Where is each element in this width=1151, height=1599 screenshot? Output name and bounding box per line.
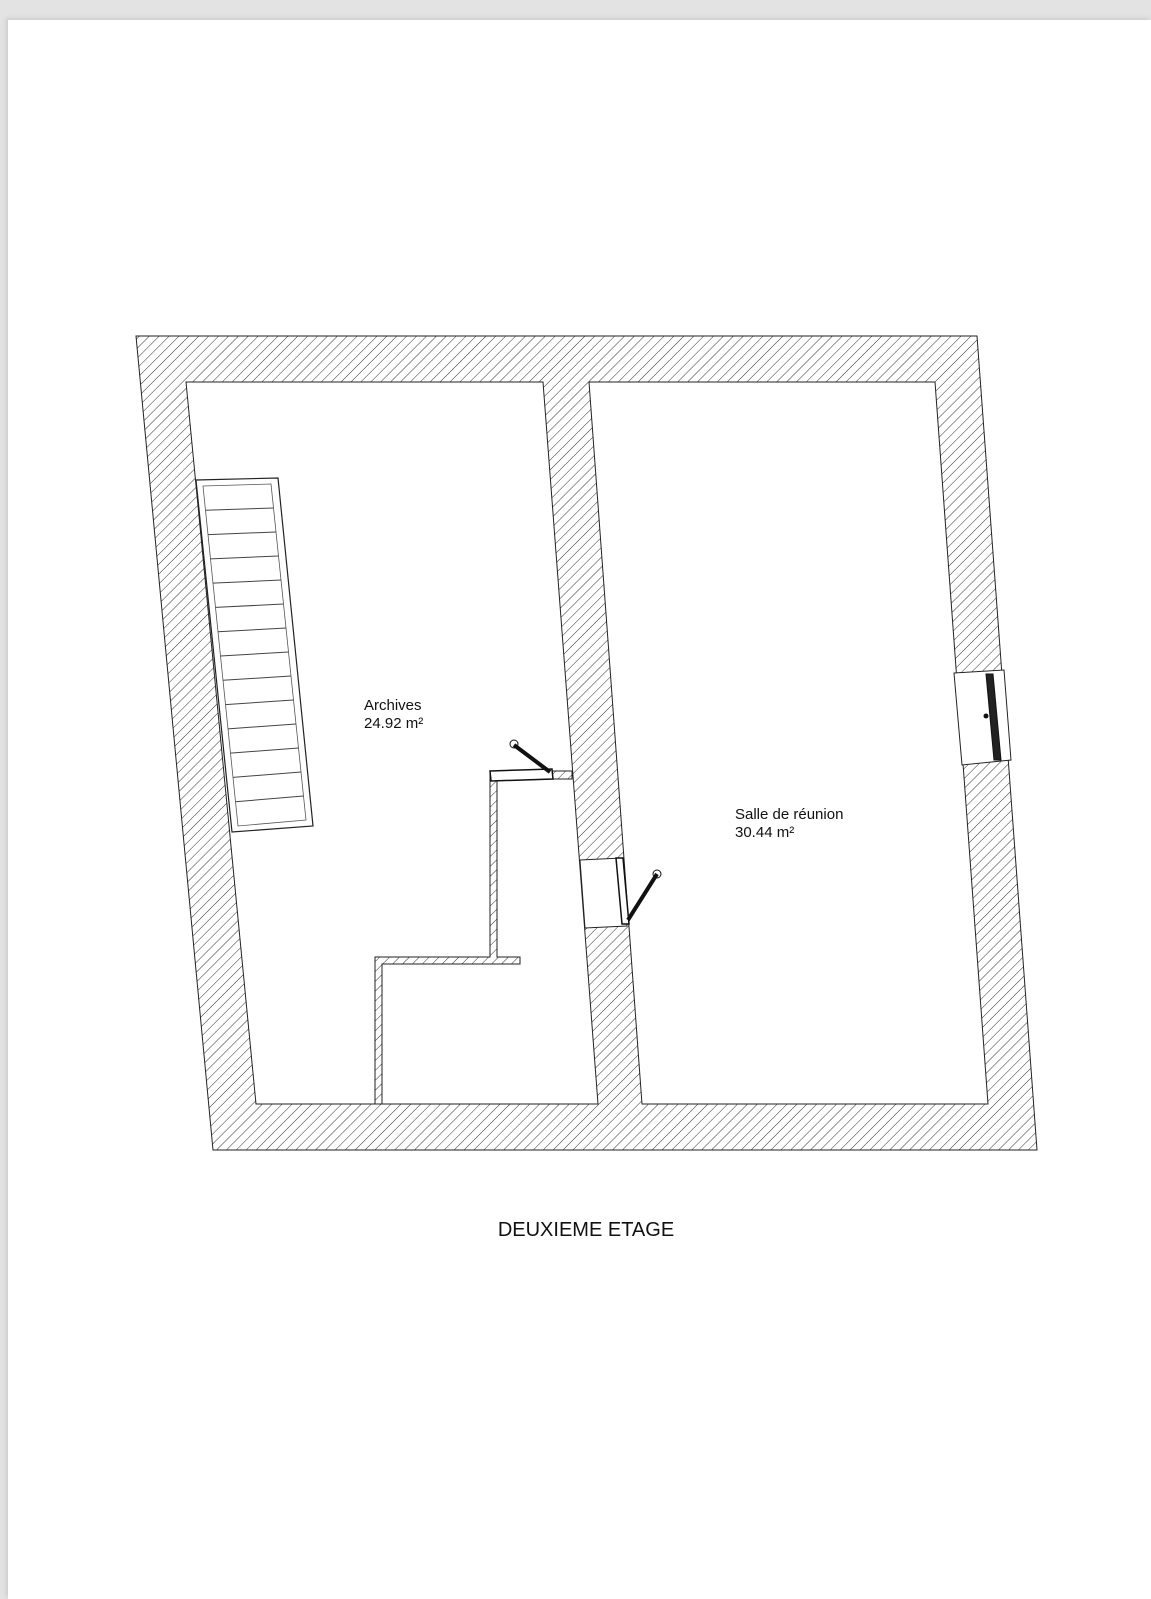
stair-tread (220, 651, 289, 657)
room-label-archives: Archives 24.92 m² (364, 697, 423, 733)
stair-tread (205, 507, 274, 511)
stair-tread (217, 627, 287, 633)
stair-tread (235, 795, 304, 803)
stair-tread (227, 723, 297, 730)
window-right-wall (953, 669, 1012, 766)
stair-tread (230, 747, 299, 754)
room-area: 24.92 m² (364, 715, 424, 732)
stair-tread (212, 579, 282, 584)
door-handle-icon (509, 739, 519, 749)
stair-tread (222, 675, 292, 681)
door-opening-middle-wall (579, 857, 662, 929)
room-area: 30.44 m² (735, 824, 795, 841)
stair-tread (207, 531, 277, 536)
exterior-walls (135, 335, 1038, 1151)
room-name: Archives (364, 697, 422, 714)
stair-tread (215, 603, 284, 608)
room-label-salle-de-reunion: Salle de réunion 30.44 m² (735, 806, 843, 842)
staircase (195, 477, 314, 833)
interior-partition (374, 770, 573, 1105)
stair-tread (225, 699, 294, 706)
floor-title: DEUXIEME ETAGE (497, 1219, 675, 1241)
stair-tread (232, 771, 302, 778)
stair-tread (210, 555, 279, 560)
room-name: Salle de réunion (735, 806, 844, 823)
door-handle-icon (652, 869, 662, 879)
door-partition (489, 739, 554, 782)
